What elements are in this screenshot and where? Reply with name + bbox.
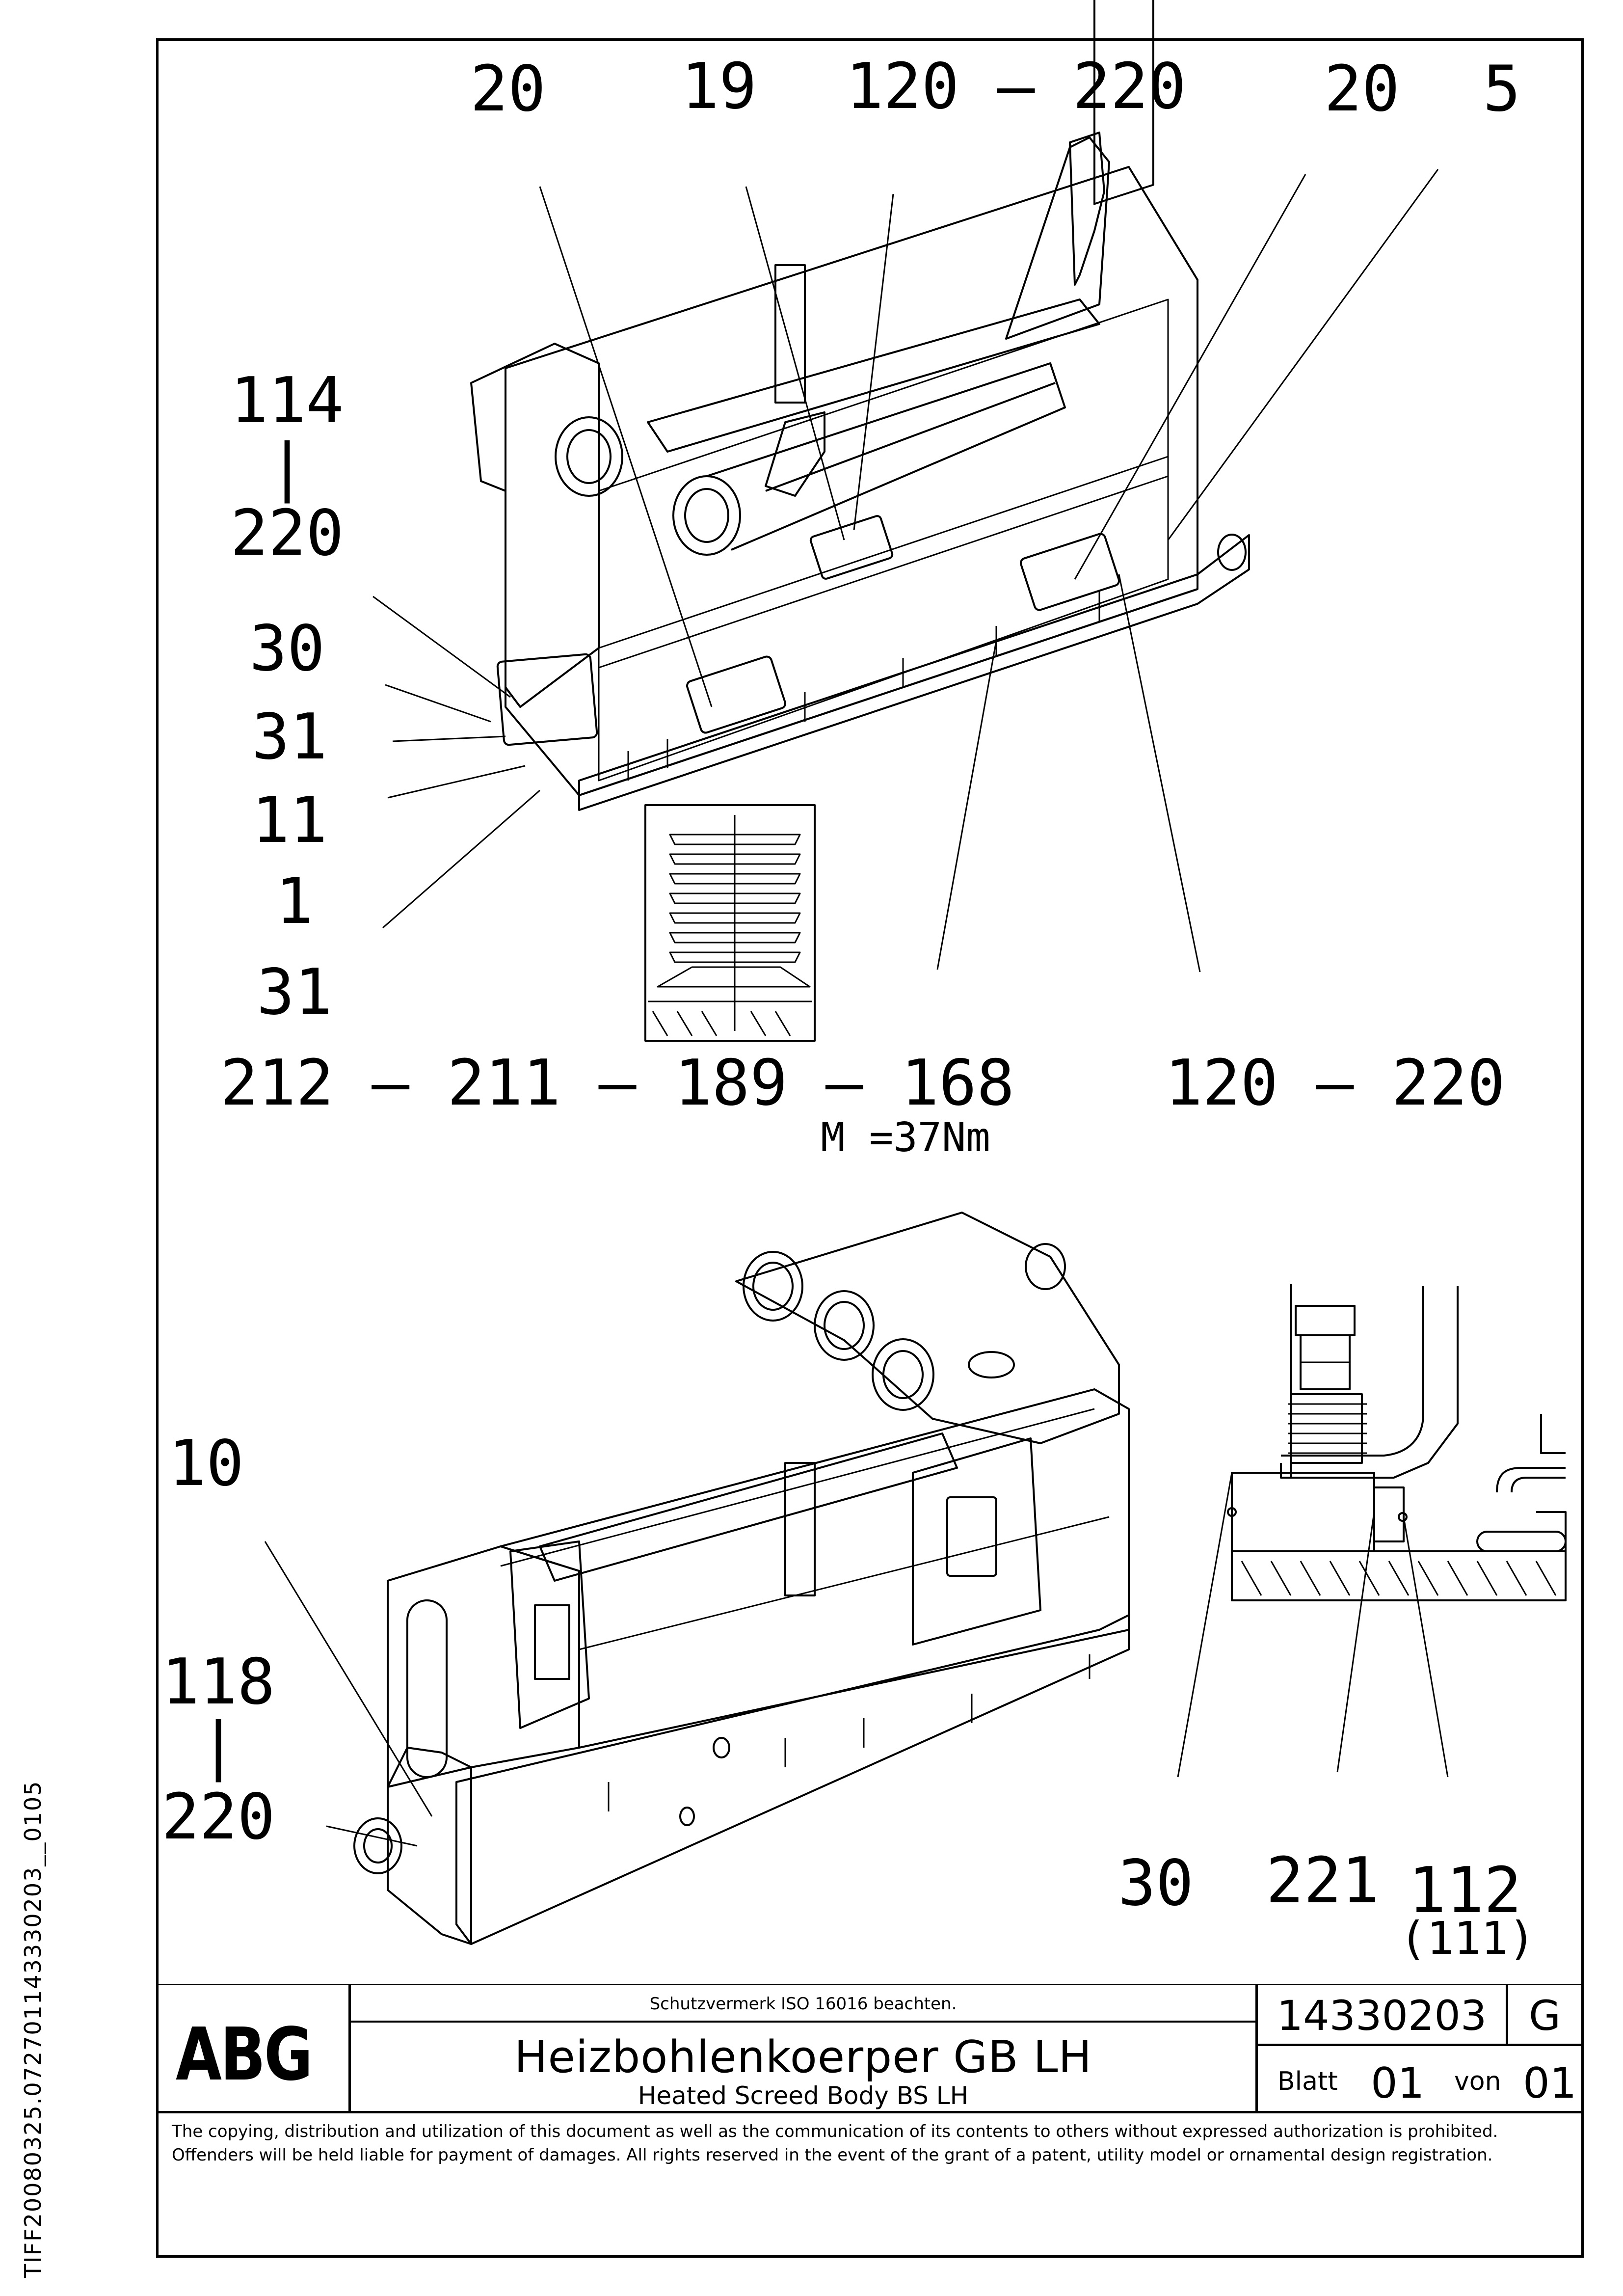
torque-note: M =37Nm [821,1114,990,1161]
sheet-cell: Blatt 01 von 01 [1258,2046,1581,2111]
title-block: ABG Schutzvermerk ISO 16016 beachten. He… [156,1985,1584,2113]
leader-lines-upper [372,169,1439,972]
callout-120-220-a: 120 — 220 [846,50,1186,123]
revision: G [1508,1985,1581,2046]
callout-sequence: 212 — 211 — 189 — 168 [220,1047,1014,1120]
title-de: Heizbohlenkoerper GB LH [514,2031,1092,2083]
leader-lines-lower [264,1541,433,1847]
copyright-rule [156,2111,1584,2113]
section-detail [1177,1284,1567,1778]
callout-bar-1: | [268,431,306,504]
callout-31-b: 31 [257,956,332,1029]
drawing-frame [156,38,1584,2258]
callout-118: 118 [161,1646,275,1719]
logo-cell: ABG [156,1985,351,2111]
callout-20-b: 20 [1324,53,1400,126]
callout-19: 19 [681,50,757,123]
callout-bar-2: | [199,1709,237,1783]
callout-10: 10 [168,1427,244,1500]
callout-20-a: 20 [470,53,546,126]
callout-111: (111) [1400,1912,1536,1965]
callout-5: 5 [1483,53,1520,126]
callout-112: 112 [1408,1854,1521,1927]
protection-note: Schutzvermerk ISO 16016 beachten. [649,1994,957,2014]
callout-11: 11 [252,784,327,857]
lower-screed-body [353,1212,1130,1945]
callout-1: 1 [275,865,313,938]
technical-drawing: 20 19 120 — 220 20 5 114 | 220 30 31 11 … [156,0,1584,1985]
title-en: Heated Screed Body BS LH [638,2081,969,2110]
callout-120-220-b: 120 — 220 [1165,1047,1505,1120]
upper-screed-body [470,0,1250,811]
copyright-notice: The copying, distribution and utilizatio… [172,2122,1498,2165]
callout-31-a: 31 [252,701,327,774]
drawing-number: 14330203 [1258,1985,1508,2046]
callout-221: 221 [1266,1844,1379,1918]
of-label: von [1454,2067,1501,2096]
title-cell: Schutzvermerk ISO 16016 beachten. Heizbo… [351,1985,1258,2111]
abg-logo: ABG [176,2012,313,2097]
callout-30-b: 30 [1118,1847,1194,1920]
washer-detail [644,804,816,1042]
callout-114: 114 [230,364,344,437]
of-value: 01 [1523,2059,1577,2108]
sheet-label: Blatt [1277,2067,1338,2096]
callout-220-a: 220 [230,497,344,570]
title-separator [351,2021,1255,2023]
callout-30-a: 30 [249,612,325,685]
sheet-value: 01 [1371,2059,1425,2108]
callout-220-b: 220 [161,1781,275,1854]
